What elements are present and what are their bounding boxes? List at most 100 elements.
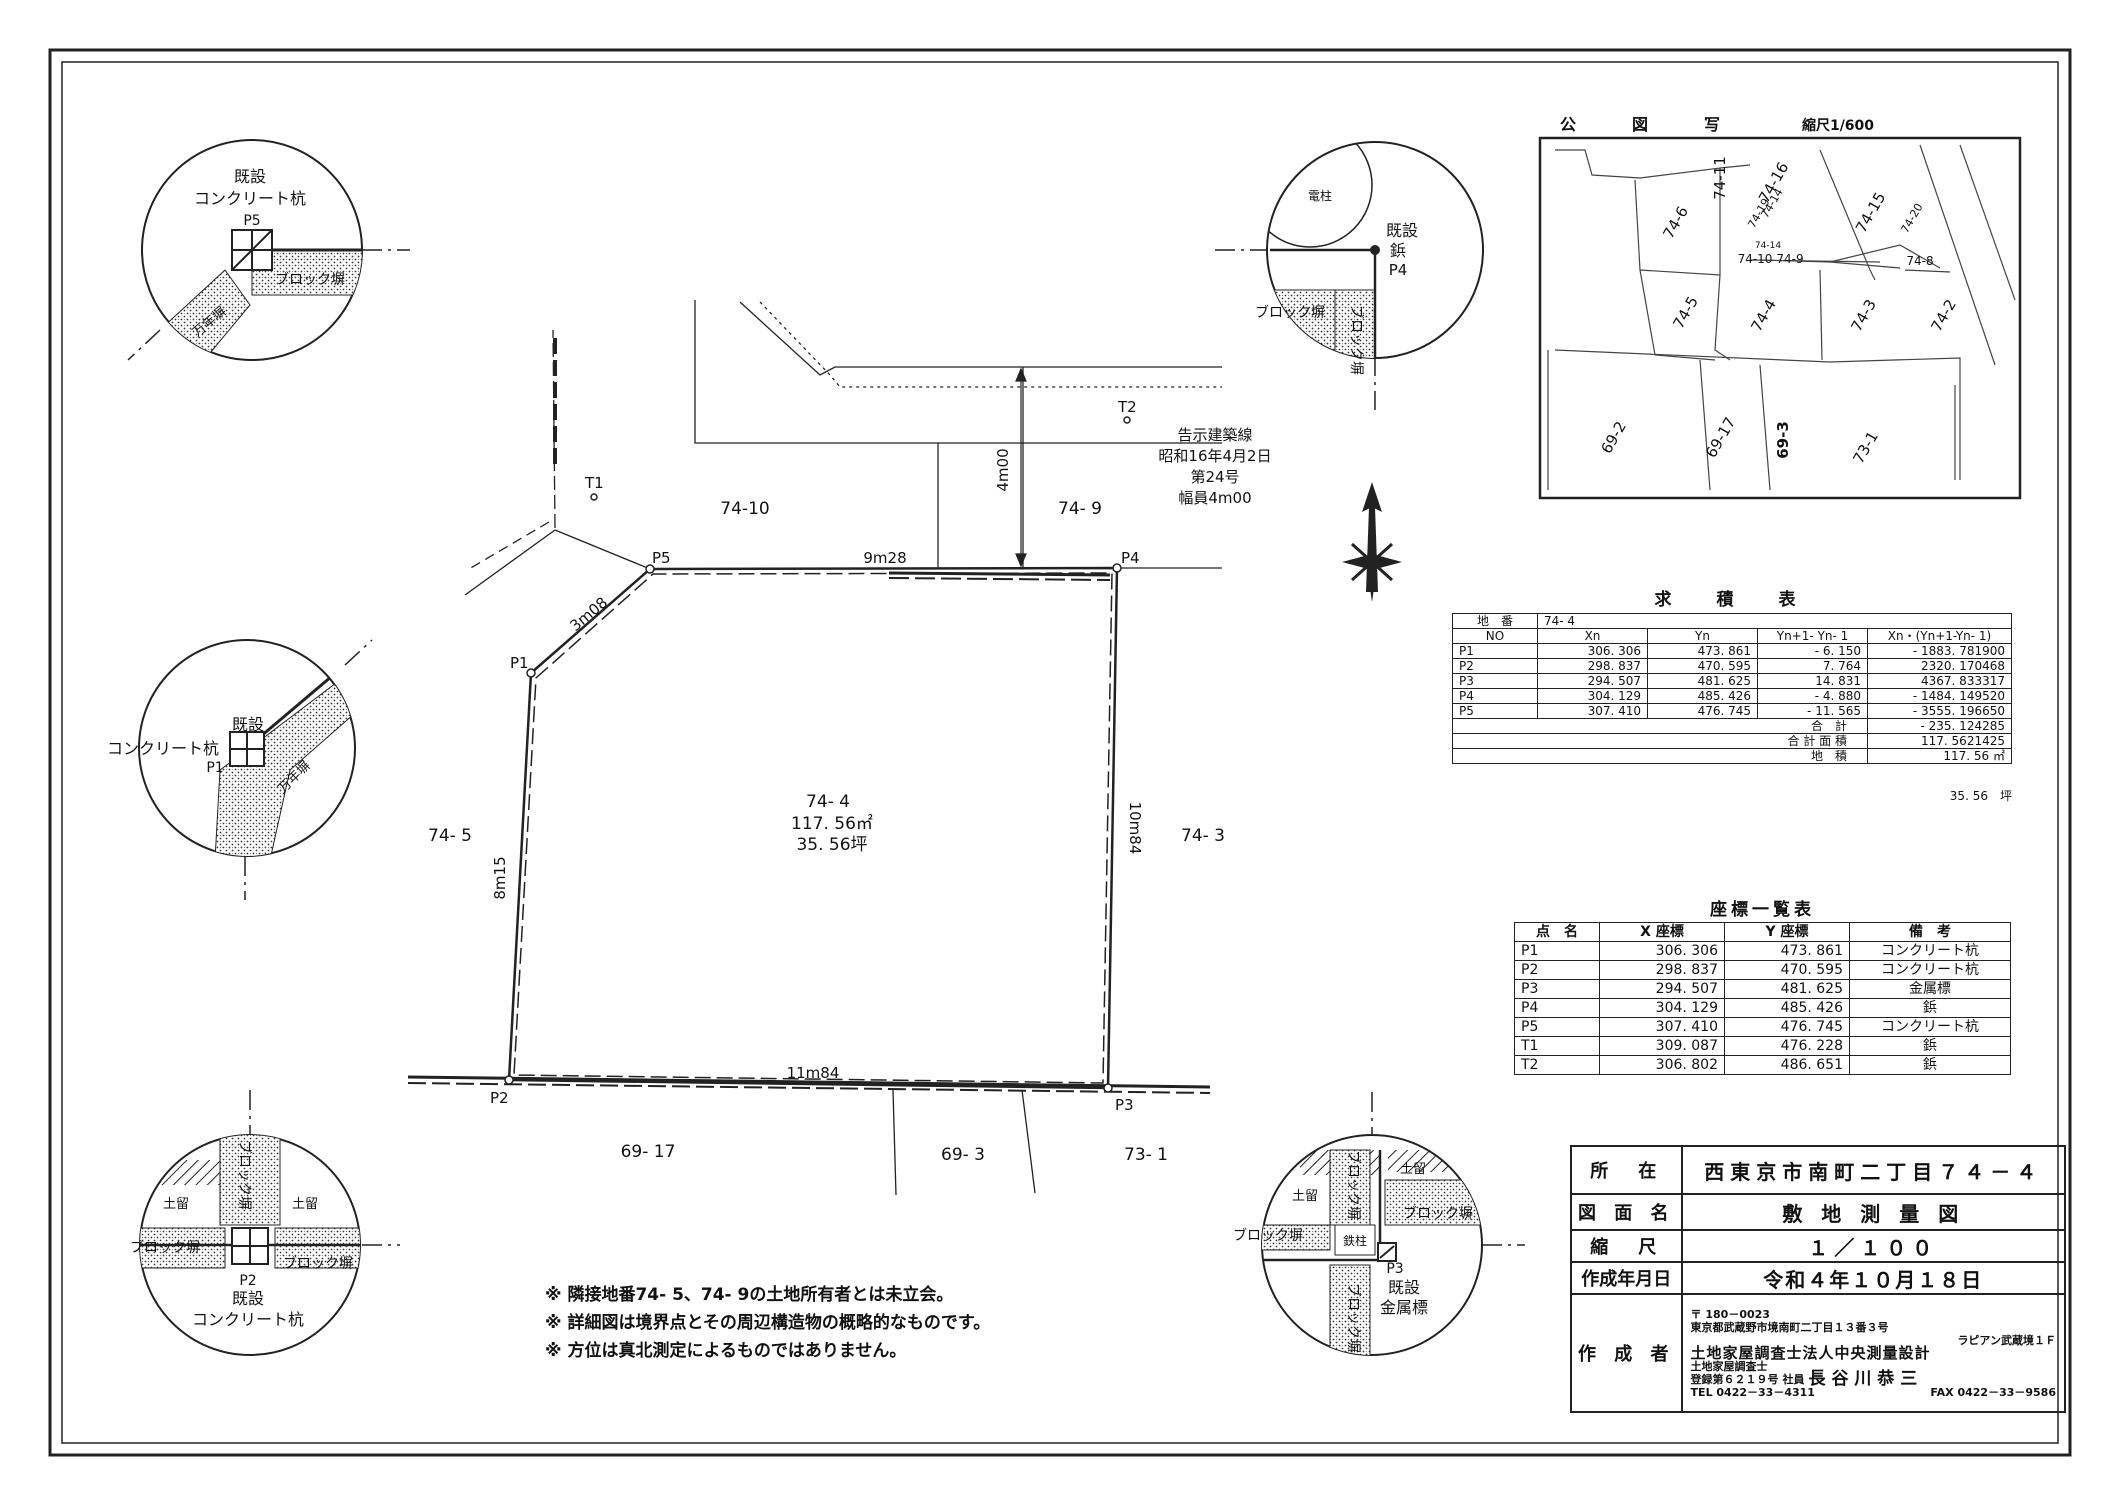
svg-text:73-1: 73-1 (1849, 428, 1882, 466)
note-3: ※ 方位は真北測定によるものではありません。 (545, 1341, 907, 1361)
svg-text:既設: 既設 (1388, 1278, 1420, 1297)
svg-text:告示建築線: 告示建築線 (1177, 426, 1252, 444)
svg-text:69- 17: 69- 17 (621, 1142, 676, 1162)
svg-text:P1: P1 (510, 654, 529, 672)
detail-p4: 電柱 既設 鋲 P4 ブロック塀 ブロック塀 (1215, 141, 1484, 410)
svg-text:金属標: 金属標 (1380, 1298, 1428, 1317)
public-map: 公 図 写 縮尺1/600 74-11 74-16 74-14 (1538, 115, 2022, 500)
svg-text:74- 4: 74- 4 (806, 792, 850, 812)
svg-text:ブロック塀: ブロック塀 (236, 1140, 253, 1210)
svg-text:74-14: 74-14 (1755, 241, 1781, 251)
svg-text:ブロック塀: ブロック塀 (1233, 1227, 1303, 1244)
svg-text:既設: 既設 (232, 1289, 264, 1308)
detail-p3: ブロック塀 土留 土留 ブロック塀 ブロック塀 鉄柱 P3 既設 金属標 ブロッ… (1233, 1092, 1525, 1356)
svg-text:土留: 土留 (163, 1197, 189, 1212)
svg-text:P5: P5 (652, 549, 671, 567)
svg-text:縮尺1/600: 縮尺1/600 (1802, 117, 1874, 134)
svg-text:11m84: 11m84 (787, 1064, 840, 1082)
svg-text:74- 9: 74- 9 (1058, 499, 1102, 519)
svg-text:ブロック塀: ブロック塀 (283, 1255, 353, 1272)
svg-text:既設: 既設 (1386, 221, 1418, 240)
svg-text:第24号: 第24号 (1190, 468, 1239, 486)
svg-text:35. 56坪: 35. 56坪 (796, 835, 867, 855)
svg-text:ブロック塀: ブロック塀 (275, 271, 345, 288)
svg-text:9m28: 9m28 (863, 549, 906, 567)
svg-text:74-9: 74-9 (1776, 252, 1803, 266)
north-arrow-icon (1342, 482, 1402, 602)
svg-text:ブロック塀: ブロック塀 (1348, 305, 1365, 375)
svg-text:74-3: 74-3 (1847, 296, 1880, 334)
detail-p2: ブロック塀 土留 土留 ブロック塀 ブロック塀 P2 既設 コンクリート杭 (130, 1090, 400, 1356)
svg-text:74- 3: 74- 3 (1181, 826, 1225, 846)
svg-text:公 図 写: 公 図 写 (1560, 115, 1740, 134)
svg-text:74-4: 74-4 (1747, 296, 1780, 334)
svg-text:ブロック塀: ブロック塀 (1345, 1283, 1362, 1353)
svg-text:コンクリート杭: コンクリート杭 (107, 739, 219, 758)
svg-text:74-2: 74-2 (1927, 296, 1960, 334)
svg-text:P3: P3 (1115, 1096, 1134, 1114)
svg-text:既設: 既設 (232, 715, 264, 734)
area-table-title: 求 積 表 (1654, 590, 1810, 610)
svg-text:幅員4m00: 幅員4m00 (1178, 489, 1251, 507)
svg-text:69-2: 69-2 (1597, 418, 1630, 456)
svg-text:ブロック塀: ブロック塀 (1255, 304, 1325, 321)
svg-text:既設: 既設 (234, 167, 266, 186)
svg-text:ブロック塀: ブロック塀 (1345, 1150, 1362, 1220)
svg-text:74-15: 74-15 (1852, 189, 1889, 236)
svg-text:10m84: 10m84 (1126, 802, 1144, 855)
svg-text:鋲: 鋲 (1390, 241, 1406, 260)
svg-text:P2: P2 (239, 1273, 256, 1289)
svg-text:電柱: 電柱 (1308, 188, 1332, 203)
area-tsubo: 35. 56 坪 (1949, 789, 2012, 803)
svg-text:74-20: 74-20 (1898, 201, 1925, 235)
svg-text:73- 1: 73- 1 (1124, 1145, 1168, 1165)
svg-text:P4: P4 (1121, 549, 1140, 567)
svg-text:74-11: 74-11 (1711, 156, 1729, 200)
svg-text:74-10: 74-10 (1738, 252, 1773, 266)
svg-text:69- 3: 69- 3 (941, 1145, 985, 1165)
svg-text:コンクリート杭: コンクリート杭 (194, 189, 306, 208)
svg-text:土留: 土留 (292, 1197, 318, 1212)
svg-text:ブロック塀: ブロック塀 (1403, 1205, 1473, 1222)
svg-text:鉄柱: 鉄柱 (1343, 1233, 1367, 1248)
svg-text:P1: P1 (206, 760, 223, 776)
svg-text:コンクリート杭: コンクリート杭 (192, 1310, 304, 1329)
note-1: ※ 隣接地番74- 5、74- 9の土地所有者とは未立会。 (545, 1285, 954, 1305)
svg-text:土留: 土留 (1400, 1162, 1426, 1177)
parcel-74-4 (507, 566, 1119, 1090)
svg-text:土留: 土留 (1292, 1189, 1318, 1204)
svg-text:8m15: 8m15 (491, 856, 509, 899)
svg-text:69-3: 69-3 (1774, 421, 1792, 459)
svg-text:117. 56㎡: 117. 56㎡ (791, 814, 873, 834)
coord-table-title: 座標一覧表 (1710, 900, 1815, 920)
outer-frame (48, 48, 2072, 1457)
svg-text:74-8: 74-8 (1906, 254, 1933, 268)
svg-text:P3: P3 (1386, 1261, 1403, 1277)
detail-p1: 既設 コンクリート杭 P1 万年塀 (107, 639, 373, 900)
inner-frame (61, 61, 2059, 1444)
svg-text:69-17: 69-17 (1702, 414, 1739, 461)
svg-text:ブロック塀: ブロック塀 (130, 1239, 200, 1256)
svg-text:74- 5: 74- 5 (428, 826, 472, 846)
svg-text:T2: T2 (1117, 398, 1137, 416)
site-plan: P1 P2 P3 P4 P5 T1 T2 74- 4 117. 56㎡ 35. … (407, 300, 1402, 1196)
svg-text:P4: P4 (1389, 261, 1408, 279)
svg-text:74-6: 74-6 (1659, 203, 1692, 241)
svg-text:74-10: 74-10 (720, 499, 769, 519)
detail-p5: 既設 コンクリート杭 P5 ブロック塀 万年塀 (127, 139, 410, 361)
svg-text:74-5: 74-5 (1669, 293, 1702, 331)
